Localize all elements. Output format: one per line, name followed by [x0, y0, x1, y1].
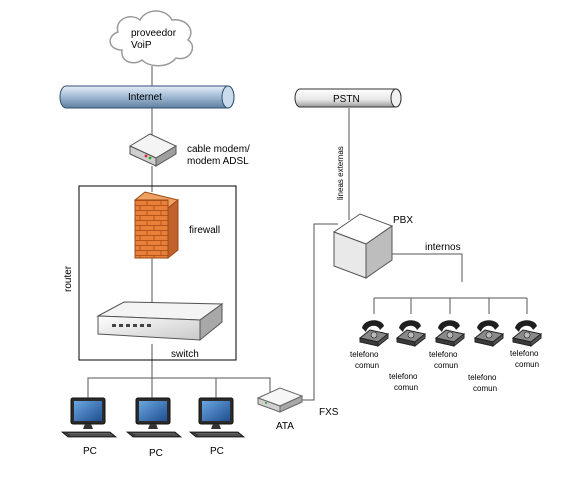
wires	[87, 66, 528, 401]
external-lines-label: lineas externas	[336, 146, 345, 200]
pc-icon	[60, 397, 118, 438]
router-box	[78, 185, 237, 361]
modem-label-2: modem ADSL	[187, 156, 249, 167]
pc-icon	[125, 397, 183, 438]
phone-icon	[358, 320, 390, 348]
phone-1-label-1: telefono	[350, 350, 379, 359]
fxs-label: FXS	[319, 407, 339, 418]
voip-provider-label-2: VoiP	[131, 40, 152, 51]
phone-3-label-1: telefono	[429, 350, 458, 359]
phone-4-label-2: comun	[473, 384, 497, 393]
wire-ata-pbx	[300, 223, 338, 401]
wire-lan-bus	[87, 377, 271, 400]
phone-icon	[511, 320, 543, 348]
phone-icon	[395, 320, 427, 348]
ata-icon	[256, 387, 304, 413]
cloud-icon	[109, 10, 194, 67]
pstn-pipe-icon	[294, 88, 402, 108]
internet-label: Internet	[128, 92, 162, 103]
pstn-label: PSTN	[333, 94, 360, 105]
pbx-label: PBX	[393, 215, 413, 226]
pc-3-label: PC	[210, 446, 224, 457]
phone-2-label-1: telefono	[389, 372, 418, 381]
router-label: router	[63, 265, 74, 292]
switch-label: switch	[171, 349, 199, 360]
pc-icon	[188, 397, 246, 438]
pbx-icon	[332, 213, 394, 279]
modem-icon	[128, 133, 178, 167]
phone-2-label-2: comun	[394, 383, 418, 392]
phone-1-label-2: comun	[355, 361, 379, 370]
phones	[358, 320, 543, 348]
ata-label: ATA	[276, 421, 294, 432]
phone-icon	[434, 320, 466, 348]
pc-2-label: PC	[149, 448, 163, 459]
phone-3-label-2: comun	[434, 361, 458, 370]
firewall-icon	[133, 191, 180, 260]
phone-5-label-2: comun	[515, 360, 539, 369]
firewall-label: firewall	[189, 225, 220, 236]
pc-1-label: PC	[83, 446, 97, 457]
switch-icon	[96, 301, 224, 342]
voip-provider-label-1: proveedor	[131, 28, 177, 39]
phone-4-label-1: telefono	[468, 373, 497, 382]
modem-label-1: cable modem/	[187, 144, 250, 155]
wire-pbx-internos	[392, 253, 463, 282]
internet-pipe-icon	[59, 85, 235, 109]
phone-5-label-1: telefono	[510, 349, 539, 358]
phone-icon	[473, 320, 505, 348]
internos-label: internos	[425, 242, 461, 253]
